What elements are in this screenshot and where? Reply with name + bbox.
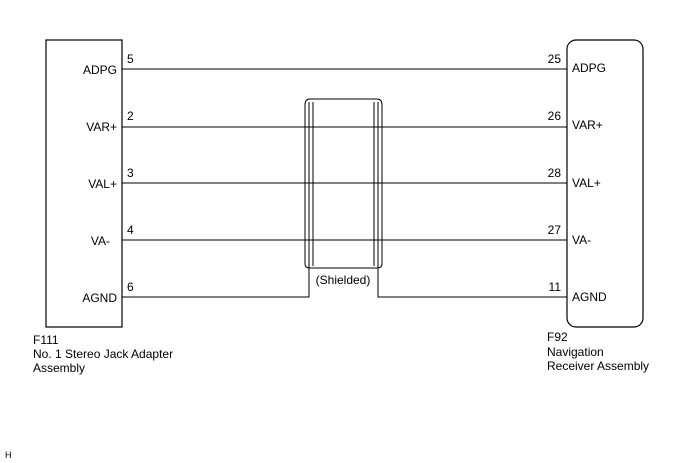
footer-mark: H [5,450,12,460]
right-label-va-minus: VA- [572,233,591,247]
left-label-val-plus: VAL+ [88,177,117,191]
right-connector-code: F92 [547,330,568,344]
right-label-val-plus: VAL+ [572,176,601,190]
right-pin-numbers: 25 26 28 27 11 [548,52,562,294]
left-connector-name-line2: Assembly [33,361,85,375]
right-connector-name-line1: Navigation [547,345,604,359]
wire-agnd-left [122,102,310,298]
left-connector-name-line1: No. 1 Stereo Jack Adapter [33,347,173,361]
wires [122,68,567,298]
right-pin-26: 26 [548,109,562,123]
right-pin-25: 25 [548,52,562,66]
left-pin-labels: ADPG VAR+ VAL+ VA- AGND [82,63,117,305]
left-pin-5: 5 [127,52,134,66]
shield-label: (Shielded) [316,273,371,287]
left-label-va-minus: VA- [91,234,110,248]
right-connector-caption: F92 Navigation Receiver Assembly [547,330,649,373]
right-pin-11: 11 [549,280,562,294]
left-connector-code: F111 [33,333,59,347]
right-label-agnd: AGND [572,290,607,304]
left-connector-caption: F111 No. 1 Stereo Jack Adapter Assembly [33,333,173,375]
right-label-adpg: ADPG [572,61,606,75]
left-label-adpg: ADPG [83,63,117,77]
left-pin-4: 4 [127,223,134,237]
right-label-var-plus: VAR+ [572,118,603,132]
left-label-agnd: AGND [82,291,117,305]
left-pin-3: 3 [127,166,134,180]
left-pin-6: 6 [127,280,134,294]
left-pin-2: 2 [127,109,134,123]
wire-agnd-right [377,102,567,298]
left-label-var-plus: VAR+ [86,120,117,134]
right-connector-name-line2: Receiver Assembly [547,359,649,373]
shield-outline [304,98,383,269]
right-pin-27: 27 [548,223,562,237]
right-pin-labels: ADPG VAR+ VAL+ VA- AGND [572,61,607,304]
left-pin-numbers: 5 2 3 4 6 [127,52,134,294]
shield [304,98,383,269]
right-pin-28: 28 [548,166,562,180]
